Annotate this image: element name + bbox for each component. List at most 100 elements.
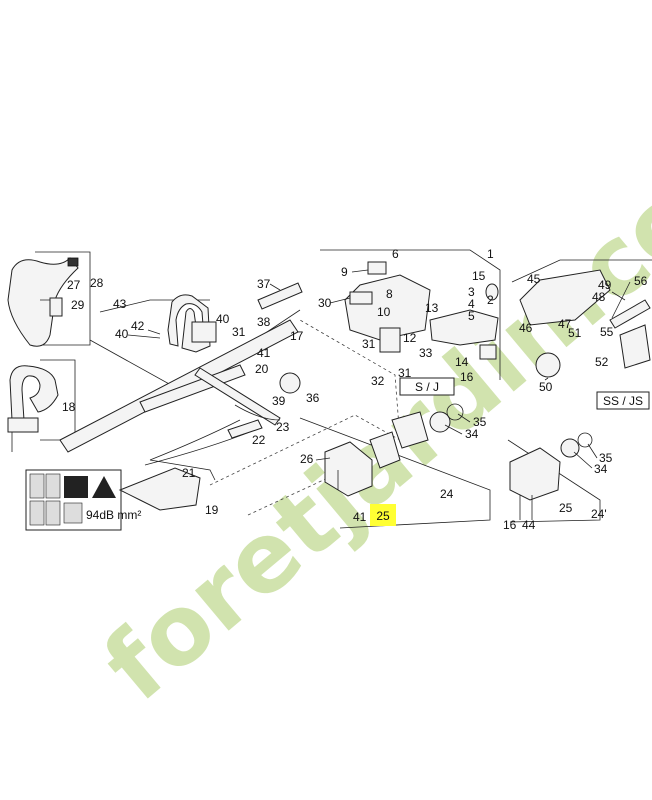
callout-36[interactable]: 36 (306, 391, 320, 405)
callout-43[interactable]: 43 (113, 297, 127, 311)
callout-28[interactable]: 28 (90, 276, 104, 290)
circlip-35 (446, 403, 464, 421)
callout-2[interactable]: 2 (487, 293, 494, 307)
part-9 (367, 261, 387, 275)
cable-sheath (227, 419, 263, 439)
callout-51[interactable]: 51 (568, 326, 582, 340)
callout-37[interactable]: 37 (257, 277, 271, 291)
callout-1[interactable]: 1 (487, 247, 494, 261)
callout-31b[interactable]: 31 (362, 337, 376, 351)
callout-10[interactable]: 10 (377, 305, 391, 319)
callout-35[interactable]: 35 (473, 415, 487, 429)
gearhead-alt-group (507, 432, 601, 523)
highlight-label[interactable]: 25 (376, 509, 390, 523)
sj-label: S / J (415, 380, 439, 394)
engine-group: S / J (279, 249, 501, 396)
callout-16b[interactable]: 16 (503, 518, 517, 532)
callout-48[interactable]: 48 (592, 290, 606, 304)
callout-13[interactable]: 13 (425, 301, 439, 315)
callout-5[interactable]: 5 (468, 309, 475, 323)
callout-31a[interactable]: 31 (232, 325, 246, 339)
callout-9[interactable]: 9 (341, 265, 348, 279)
harness-strap (7, 257, 79, 347)
callout-49[interactable]: 49 (598, 278, 612, 292)
loop-handle-group (7, 359, 76, 452)
callout-40b[interactable]: 40 (115, 327, 129, 341)
callout-47[interactable]: 47 (558, 317, 572, 331)
watermark-text: foretjardin.com (83, 97, 652, 723)
callout-31c[interactable]: 31 (398, 366, 412, 380)
gear-case (324, 441, 373, 497)
callout-22[interactable]: 22 (252, 433, 266, 447)
callout-27[interactable]: 27 (67, 278, 81, 292)
handle-clamp (191, 321, 217, 343)
callout-16[interactable]: 16 (460, 370, 474, 384)
callout-35b[interactable]: 35 (599, 451, 613, 465)
shaft-group (59, 309, 301, 453)
ssjs-label: SS / JS (603, 394, 643, 408)
callout-24[interactable]: 24 (440, 487, 454, 501)
callout-50[interactable]: 50 (539, 380, 553, 394)
callout-30[interactable]: 30 (318, 296, 332, 310)
watermark: foretjardin.com (83, 97, 652, 723)
grip-bar (194, 367, 281, 426)
callout-32[interactable]: 32 (371, 374, 385, 388)
callout-38[interactable]: 38 (257, 315, 271, 329)
callout-33[interactable]: 33 (419, 346, 433, 360)
callout-8[interactable]: 8 (386, 287, 393, 301)
gear-case-alt (509, 447, 561, 501)
circlip-35b (577, 432, 593, 448)
loop-handle (9, 365, 59, 421)
callout-41b[interactable]: 41 (257, 346, 271, 360)
callout-39[interactable]: 39 (272, 394, 286, 408)
callout-23[interactable]: 23 (276, 420, 290, 434)
part-15 (485, 283, 499, 301)
callout-55[interactable]: 55 (600, 325, 614, 339)
main-shaft (59, 319, 299, 453)
gear-cover (391, 411, 429, 449)
front-handle (167, 294, 211, 353)
gear-flange (369, 431, 401, 469)
callout-45[interactable]: 45 (527, 272, 541, 286)
callout-52[interactable]: 52 (595, 355, 609, 369)
callout-34[interactable]: 34 (465, 427, 479, 441)
callout-29[interactable]: 29 (71, 298, 85, 312)
callout-40[interactable]: 40 (216, 312, 230, 326)
callout-34b[interactable]: 34 (594, 462, 608, 476)
callout-56[interactable]: 56 (634, 274, 648, 288)
callout-21[interactable]: 21 (182, 466, 196, 480)
callouts: 1 2 3 4 5 6 8 9 10 12 13 14 15 16 17 18 … (62, 247, 648, 532)
engine-alt-group: SS / JS (511, 259, 652, 410)
switch-12 (379, 327, 401, 353)
engine-housing (344, 274, 431, 341)
part-36 (279, 372, 301, 394)
callout-42[interactable]: 42 (131, 319, 145, 333)
handle-alt (619, 324, 651, 369)
front-handle-group (99, 294, 217, 353)
callout-14[interactable]: 14 (455, 355, 469, 369)
bearing-34 (429, 411, 451, 433)
callout-25-alt[interactable]: 25 (559, 501, 573, 515)
recoil-cover (519, 269, 611, 326)
callout-19[interactable]: 19 (205, 503, 219, 517)
blade-guard (118, 467, 201, 511)
callout-3[interactable]: 3 (468, 285, 475, 299)
callout-18[interactable]: 18 (62, 400, 76, 414)
callout-41[interactable]: 41 (353, 510, 367, 524)
part-14 (479, 344, 497, 360)
callout-4[interactable]: 4 (468, 297, 475, 311)
callout-24-prime[interactable]: 24' (591, 507, 607, 521)
harness-buckle (67, 257, 79, 267)
callout-6[interactable]: 6 (392, 247, 399, 261)
callout-46[interactable]: 46 (519, 321, 533, 335)
callout-20[interactable]: 20 (255, 362, 269, 376)
callout-15[interactable]: 15 (472, 269, 486, 283)
highlight-box (370, 504, 396, 526)
callout-44[interactable]: 44 (522, 518, 536, 532)
gearhead-group (299, 403, 491, 529)
callout-26[interactable]: 26 (300, 452, 314, 466)
callout-17[interactable]: 17 (290, 329, 304, 343)
callout-12[interactable]: 12 (403, 331, 417, 345)
harness-hook (49, 297, 63, 317)
